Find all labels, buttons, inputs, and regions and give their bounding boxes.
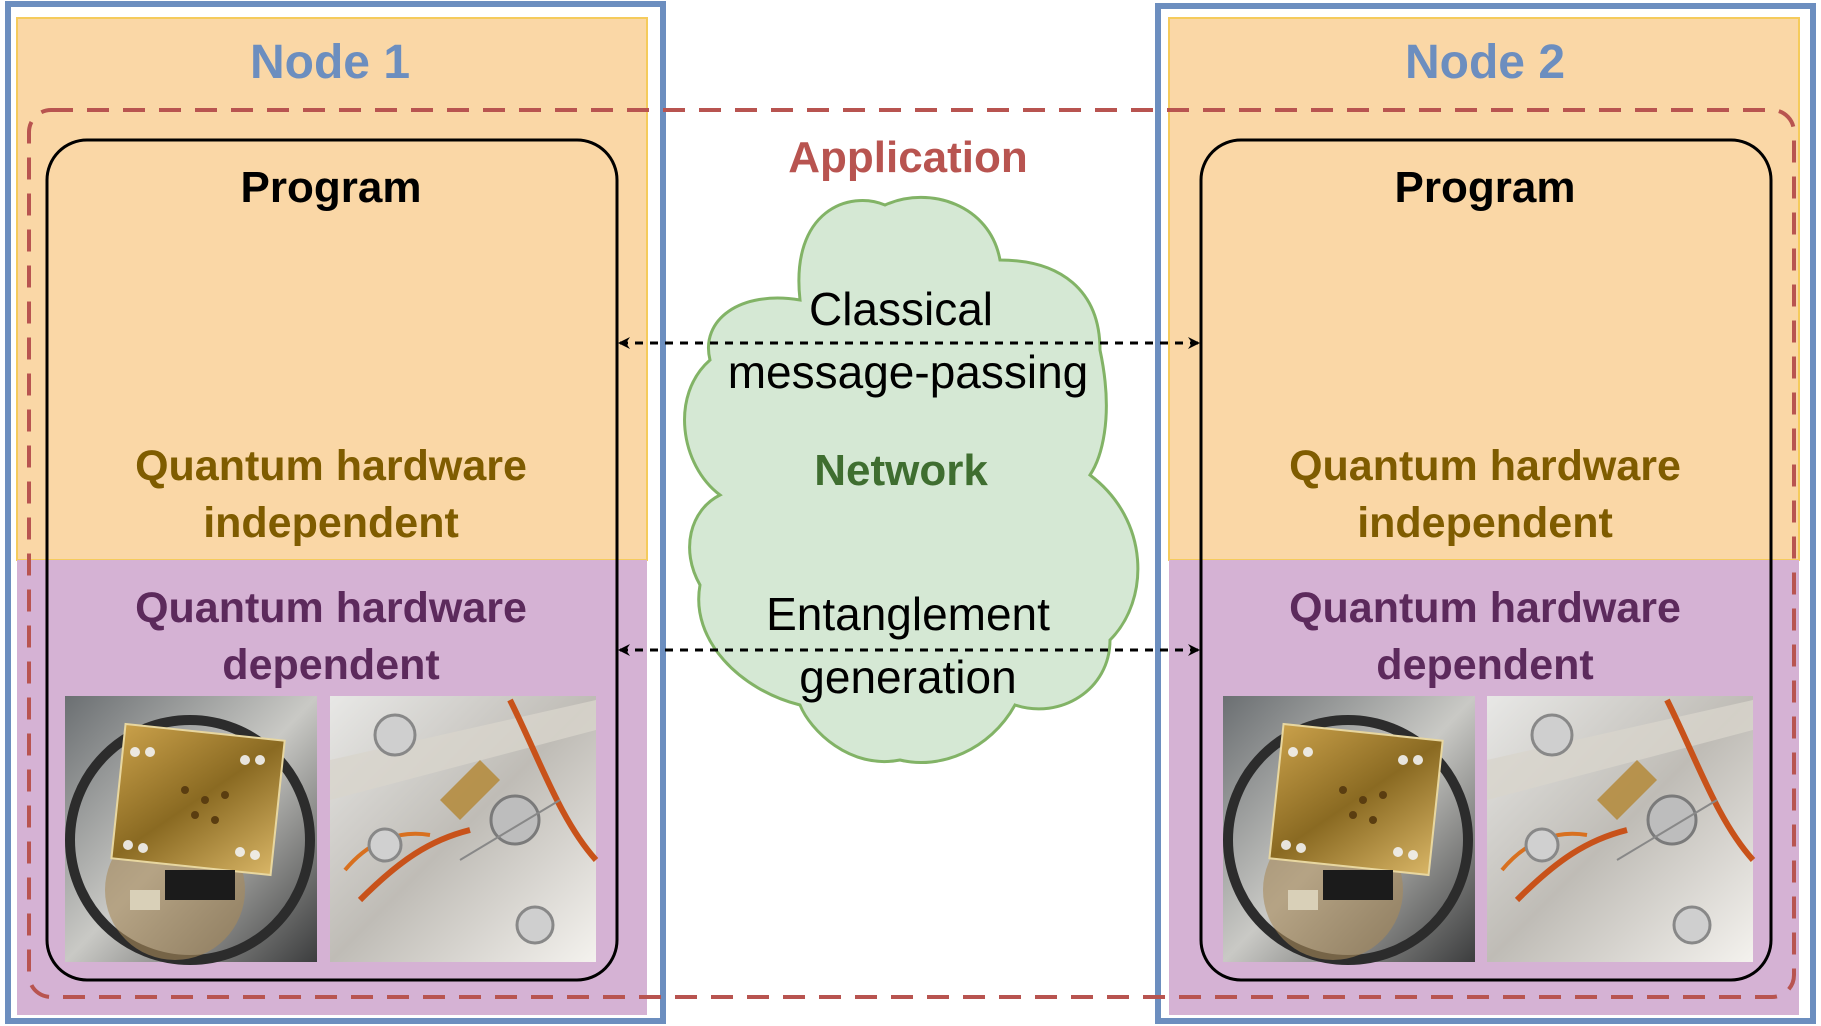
node-2-dependent-label-line2: dependent xyxy=(1376,641,1593,689)
node-2-chip-photo xyxy=(1223,696,1475,965)
node-1-border xyxy=(5,1,666,1024)
application-label: Application xyxy=(788,133,1028,182)
entanglement-label-line1: Entanglement xyxy=(766,588,1050,640)
node-2-title: Node 2 xyxy=(1405,36,1565,89)
node-2-optics-photo xyxy=(1487,696,1756,962)
classical-label-line1: Classical xyxy=(809,283,993,335)
node-1-optics-photo xyxy=(330,696,599,962)
application-boundary xyxy=(27,108,1796,999)
network-label: Network xyxy=(814,446,988,495)
node-1-independent-label-line2: independent xyxy=(203,499,459,547)
node-1-independent-area xyxy=(16,17,648,561)
node-1-dependent-label-line2: dependent xyxy=(222,641,439,689)
node-1-program-label: Program xyxy=(241,163,422,212)
node-2-border xyxy=(1155,3,1816,1024)
node-1-dependent-label-line1: Quantum hardware xyxy=(135,584,527,632)
classical-label-line2: message-passing xyxy=(728,346,1089,398)
node-1-independent-label-line1: Quantum hardware xyxy=(135,442,527,490)
node-1-title: Node 1 xyxy=(250,36,410,89)
node-2-independent-label-line2: independent xyxy=(1357,499,1613,547)
node-2-program-box xyxy=(1199,138,1773,982)
node-2-program-label: Program xyxy=(1395,163,1576,212)
node-2-independent-area xyxy=(1168,17,1800,561)
node-1-program-box xyxy=(45,138,619,982)
node-1-chip-photo xyxy=(65,696,317,965)
node-2-independent-label-line1: Quantum hardware xyxy=(1289,442,1681,490)
node-2-dependent-label-line1: Quantum hardware xyxy=(1289,584,1681,632)
entanglement-label-line2: generation xyxy=(799,651,1016,703)
